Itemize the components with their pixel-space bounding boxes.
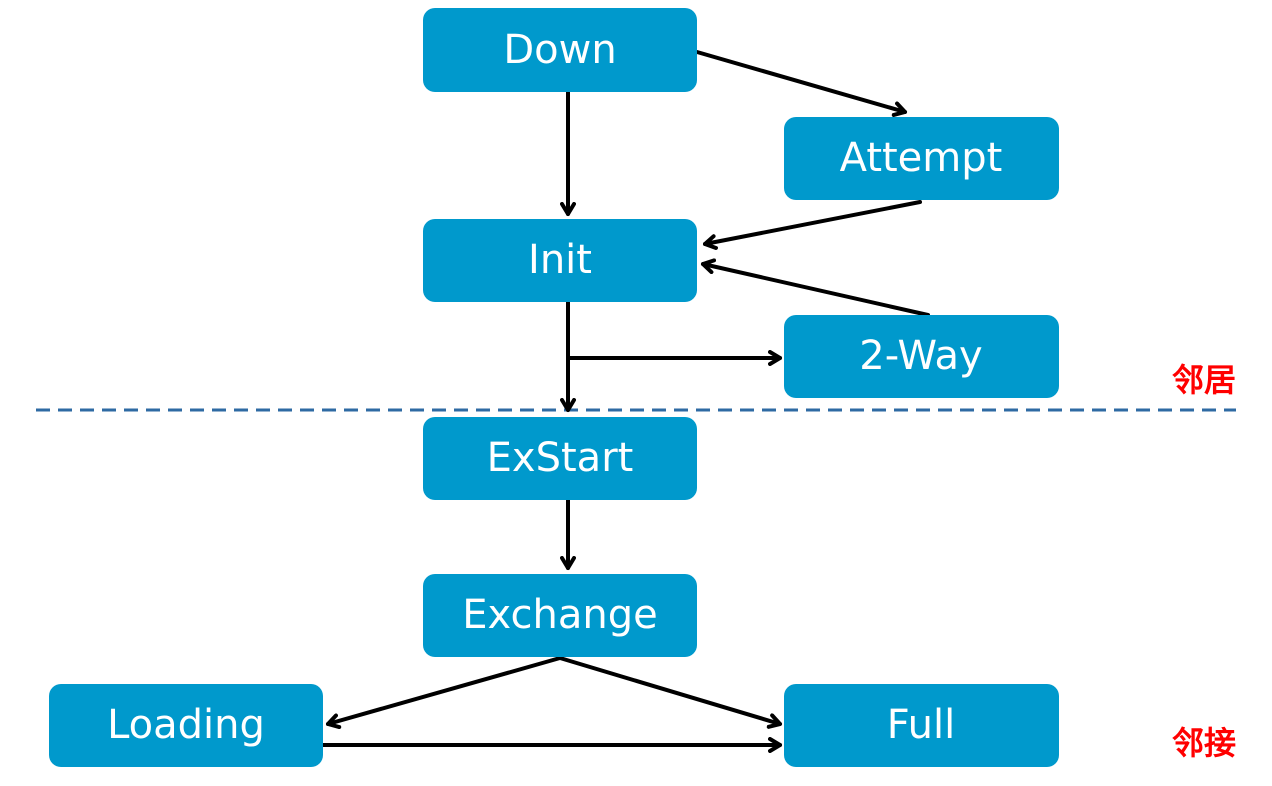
node-loading: Loading [49, 684, 323, 767]
node-full-label: Full [887, 702, 955, 748]
node-two-way-label: 2-Way [859, 333, 982, 379]
node-exstart: ExStart [423, 417, 697, 500]
edge-down-to-attempt [695, 50, 907, 117]
node-down-label: Down [503, 27, 616, 73]
node-exstart-label: ExStart [487, 435, 634, 481]
node-down: Down [423, 8, 697, 92]
edge-exchange-to-full [558, 656, 782, 729]
edge-exchange-to-loading [326, 656, 562, 730]
node-exchange: Exchange [423, 574, 697, 657]
node-two-way: 2-Way [784, 315, 1059, 398]
node-attempt-label: Attempt [840, 135, 1003, 181]
edge-two-way-to-init [701, 258, 930, 317]
zone-label-neighbor: 邻居 [1172, 361, 1236, 399]
node-init: Init [423, 219, 697, 302]
node-init-label: Init [528, 237, 592, 283]
node-exchange-label: Exchange [462, 592, 657, 638]
node-loading-label: Loading [107, 702, 265, 748]
node-attempt: Attempt [784, 117, 1059, 200]
edge-attempt-to-init [703, 200, 922, 250]
node-full: Full [784, 684, 1059, 767]
zone-label-adjacency: 邻接 [1172, 724, 1236, 762]
